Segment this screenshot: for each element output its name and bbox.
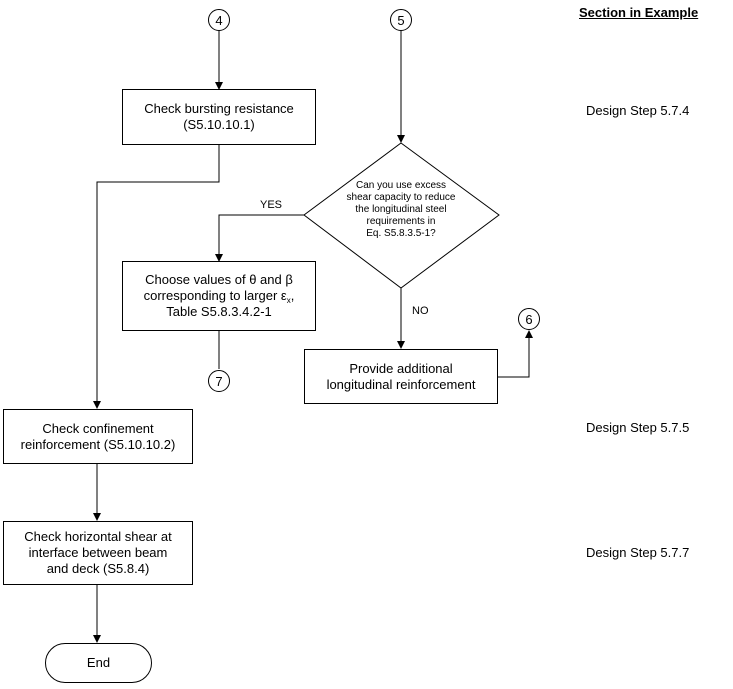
bursting-box: Check bursting resistance (S5.10.10.1) [122,89,316,145]
provide-line-2: longitudinal reinforcement [326,376,476,392]
choose-line-2: corresponding to larger εx, [143,288,295,305]
horizontal-line-1: Check horizontal shear at [24,529,172,544]
section-header: Section in Example [579,5,699,20]
connector-5: 5 [390,9,412,31]
end-terminal: End [45,643,152,683]
confinement-line-2: reinforcement (S5.10.10.2) [20,436,176,452]
arrow-yes-to-choose [215,214,304,262]
no-label: NO [412,305,429,317]
decision-line-2: shear capacity to reduce [346,192,456,203]
decision-text: Can you use excess shear capacity to red… [331,180,471,240]
bursting-line-2: (S5.10.10.1) [183,117,255,132]
section-ref-confinement: Design Step 5.7.5 [586,420,690,435]
decision-line-3: the longitudinal steel [355,204,447,215]
epsilon-subscript: x [286,296,291,305]
choose-line-2-text: corresponding to larger ε [143,288,287,303]
decision-line-5: Eq. S5.8.3.5-1? [366,228,436,239]
confinement-line-1: Check confinement [42,420,154,436]
provide-line-1: Provide additional [349,360,453,376]
decision-line-4: requirements in [366,216,436,227]
decision-line-1: Can you use excess [355,180,447,191]
choose-line-1: Choose values of θ and β [145,272,293,287]
choose-box: Choose values of θ and β corresponding t… [122,261,316,331]
arrow-bursting-to-confinement [93,145,220,409]
choose-line-3: Table S5.8.3.4.2-1 [166,304,272,319]
connector-4: 4 [208,9,230,31]
horizontal-line-3: and deck (S5.8.4) [46,561,150,576]
choose-line-2-comma: , [290,288,295,303]
yes-label: YES [260,199,283,211]
horizontal-box: Check horizontal shear at interface betw… [3,521,193,585]
decision-diamond [303,142,500,289]
horizontal-line-2: interface between beam [28,545,168,560]
connector-7: 7 [208,370,230,392]
arrow-provide-to-6 [497,330,533,378]
section-ref-horizontal: Design Step 5.7.7 [586,545,690,560]
provide-box: Provide additional longitudinal reinforc… [304,349,498,404]
connector-6: 6 [518,308,540,330]
section-ref-bursting: Design Step 5.7.4 [586,103,690,118]
confinement-box: Check confinement reinforcement (S5.10.1… [3,409,193,464]
bursting-line-1: Check bursting resistance [144,101,294,116]
